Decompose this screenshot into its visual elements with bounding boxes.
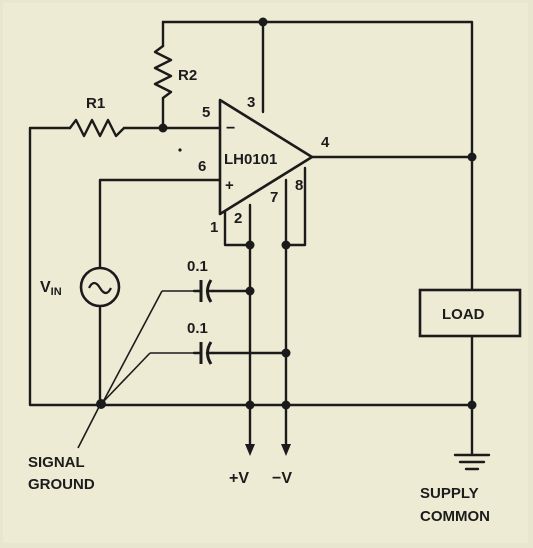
wires <box>28 20 474 457</box>
junction-dots <box>96 17 477 410</box>
pin-2-label: 2 <box>234 210 242 227</box>
r1-resistor <box>68 118 126 138</box>
capacitor-top <box>192 279 215 303</box>
ground-label: GROUND <box>28 476 95 493</box>
pin-1-label: 1 <box>210 219 218 236</box>
opamp-label: LH0101 <box>224 151 277 168</box>
load-box <box>418 288 522 338</box>
sine-wave-icon <box>88 281 112 295</box>
pin-7-label: 7 <box>270 189 278 206</box>
pos-supply-arrow-icon <box>245 444 255 456</box>
ground-fan-bottom <box>102 352 151 403</box>
pin-4-label: 4 <box>321 134 330 151</box>
ground-fan-top <box>102 290 163 403</box>
signal-ground-leader <box>77 404 101 449</box>
common-label: COMMON <box>420 508 490 525</box>
pin-6-label: 6 <box>198 158 206 175</box>
r2-resistor <box>153 44 173 100</box>
opamp-triangle <box>218 98 314 216</box>
cap-top-value: 0.1 <box>187 258 208 275</box>
pin-3-label: 3 <box>247 94 255 111</box>
cap-bottom-value: 0.1 <box>187 320 208 337</box>
vin-source <box>79 266 121 308</box>
r1-label: R1 <box>86 95 105 112</box>
pin8-wire <box>284 166 307 247</box>
inverting-input-label: − <box>226 120 235 137</box>
signal-label: SIGNAL <box>28 454 85 471</box>
vin-label: VIN <box>40 279 62 298</box>
capacitor-bottom <box>192 341 215 365</box>
supply-label: SUPPLY <box>420 485 479 502</box>
pos-supply-label: +V <box>229 470 249 487</box>
load-label: LOAD <box>442 306 485 323</box>
neg-supply-arrow-icon <box>281 444 291 456</box>
pin6-wire <box>98 178 222 270</box>
ground-icon <box>453 453 491 471</box>
pin-5-label: 5 <box>202 104 210 121</box>
neg-supply-label: −V <box>272 470 292 487</box>
r2-label: R2 <box>178 67 197 84</box>
vin-subscript: IN <box>51 286 62 298</box>
noninverting-input-label: + <box>225 177 234 194</box>
pin-8-label: 8 <box>295 177 303 194</box>
